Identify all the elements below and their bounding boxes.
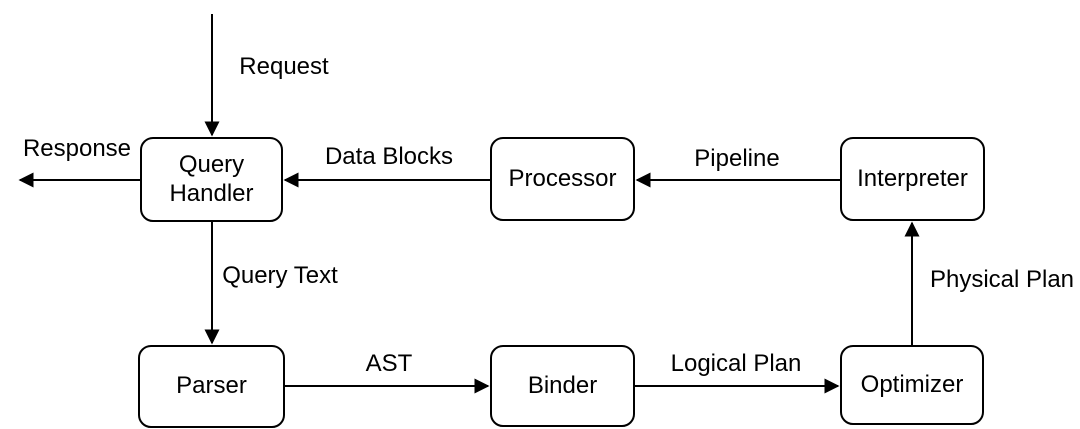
- node-binder: Binder: [490, 345, 635, 427]
- node-binder-label: Binder: [527, 371, 598, 399]
- edge-label-logical-plan: Logical Plan: [668, 350, 804, 378]
- node-optimizer-label: Optimizer: [860, 370, 964, 398]
- node-parser-label: Parser: [176, 372, 247, 400]
- node-parser: Parser: [138, 345, 285, 428]
- node-query-handler: Query Handler: [140, 137, 283, 222]
- node-processor: Processor: [490, 137, 635, 221]
- edge-label-physical-plan: Physical Plan: [927, 266, 1077, 294]
- edge-label-response: Response: [20, 135, 134, 163]
- edge-label-pipeline: Pipeline: [692, 145, 782, 173]
- node-optimizer: Optimizer: [840, 345, 984, 425]
- edge-label-request: Request: [237, 53, 331, 81]
- node-interpreter-label: Interpreter: [857, 164, 968, 192]
- node-interpreter: Interpreter: [840, 137, 985, 221]
- edge-label-query-text: Query Text: [220, 262, 340, 290]
- node-processor-label: Processor: [508, 164, 617, 192]
- edge-label-data-blocks: Data Blocks: [322, 143, 456, 171]
- node-query-handler-label: Query Handler: [169, 151, 254, 207]
- edge-label-ast: AST: [363, 350, 415, 378]
